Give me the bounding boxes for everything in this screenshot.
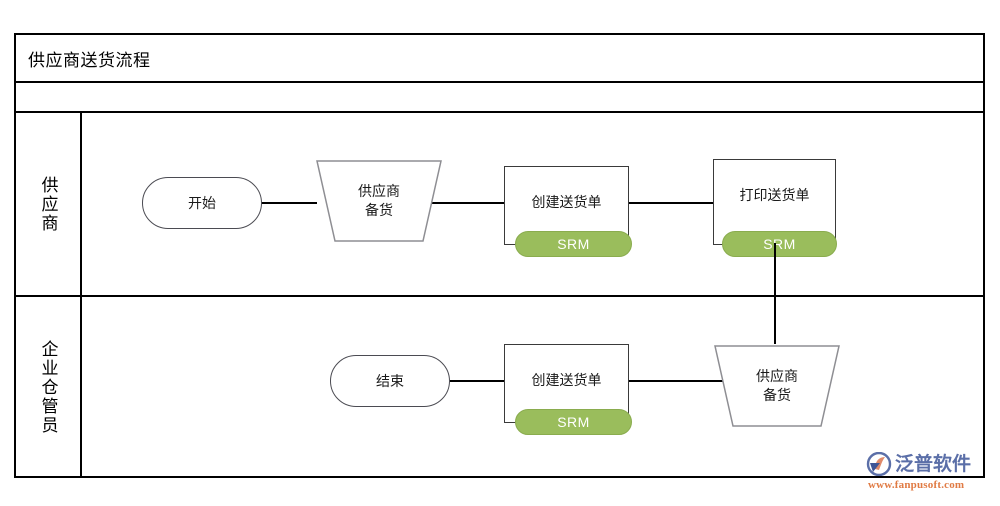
badge-srm-print: SRM xyxy=(722,231,837,257)
lane-label-supplier: 供应商 xyxy=(16,113,80,295)
badge-srm-create-supplier-label: SRM xyxy=(557,236,590,252)
node-create-delivery-note-warehouse-label: 创建送货单 xyxy=(531,372,602,388)
node-supplier-stock-line2: 备货 xyxy=(365,202,393,218)
watermark: 泛普软件 www.fanpusoft.com xyxy=(866,452,994,496)
diagram-title-band: 供应商送货流程 xyxy=(16,35,983,83)
lane-divider xyxy=(16,295,983,297)
page-title: 供应商送货流程 xyxy=(28,50,151,70)
node-supplier-stock-warehouse-label: 供应商 备货 xyxy=(756,367,798,405)
badge-srm-print-label: SRM xyxy=(763,236,796,252)
node-create-delivery-note-supplier[interactable]: 创建送货单 SRM xyxy=(504,166,632,257)
connector-stock-to-create xyxy=(428,202,504,204)
connector-start-to-stock xyxy=(261,202,317,204)
badge-srm-create-supplier: SRM xyxy=(515,231,632,257)
watermark-brand-row: 泛普软件 xyxy=(866,452,971,476)
node-supplier-stock[interactable]: 供应商 备货 xyxy=(315,159,443,243)
watermark-url-text: www.fanpusoft.com xyxy=(868,479,965,491)
trapezoid-shape-icon xyxy=(316,160,442,242)
fanpu-logo-icon xyxy=(866,452,892,476)
node-end-label: 结束 xyxy=(376,372,404,389)
badge-srm-create-warehouse: SRM xyxy=(515,409,632,435)
node-start-label: 开始 xyxy=(188,194,216,211)
node-supplier-stock-line1: 供应商 xyxy=(358,183,400,200)
node-supplier-stock-label: 供应商 备货 xyxy=(358,182,400,220)
node-start[interactable]: 开始 xyxy=(142,177,262,229)
connector-create2-to-end xyxy=(450,380,504,382)
watermark-brand-text: 泛普软件 xyxy=(895,453,972,475)
trapezoid-shape-warehouse-icon xyxy=(714,345,840,427)
node-end[interactable]: 结束 xyxy=(330,355,450,407)
node-create-delivery-note-supplier-label: 创建送货单 xyxy=(531,194,602,210)
lane-label-supplier-text: 供应商 xyxy=(38,175,58,233)
connector-create-to-print xyxy=(629,202,713,204)
lane-label-warehouse: 企业仓管员 xyxy=(16,297,80,478)
node-supplier-stock-warehouse-line1: 供应商 xyxy=(756,368,798,385)
node-supplier-stock-warehouse[interactable]: 供应商 备货 xyxy=(713,344,841,428)
swimlane-frame: 供应商送货流程 供应商 企业仓管员 开始 xyxy=(14,33,985,478)
node-create-delivery-note-warehouse[interactable]: 创建送货单 SRM xyxy=(504,344,632,435)
badge-srm-create-warehouse-label: SRM xyxy=(557,414,590,430)
node-supplier-stock-warehouse-line2: 备货 xyxy=(763,387,791,403)
connector-print-to-stock2 xyxy=(774,243,776,344)
node-print-delivery-note[interactable]: 打印送货单 SRM xyxy=(713,159,837,257)
node-print-delivery-note-label: 打印送货单 xyxy=(739,187,810,203)
diagram-subtitle-band xyxy=(16,83,983,113)
connector-create2-to-stock2 xyxy=(629,380,727,382)
lane-label-warehouse-text: 企业仓管员 xyxy=(38,340,58,435)
